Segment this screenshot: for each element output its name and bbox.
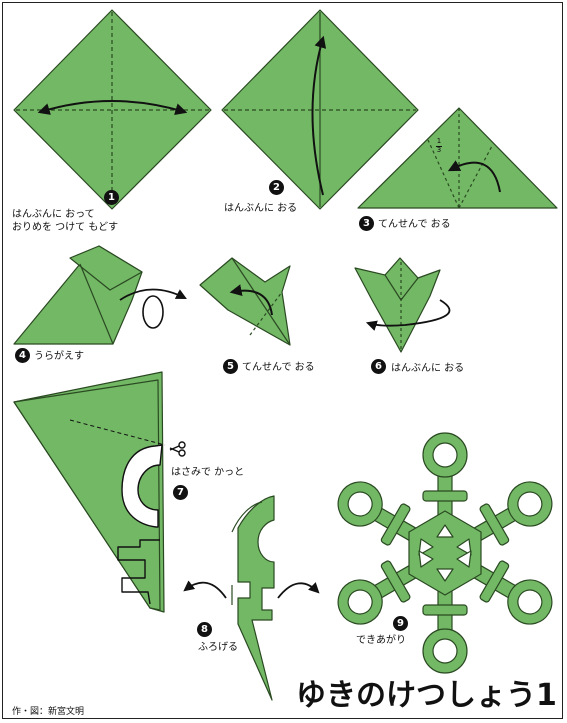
step8-diagram (183, 495, 320, 701)
fraction-denominator: 3 (436, 146, 442, 154)
step5-badge: 5 (223, 359, 238, 374)
step5-diagram (199, 257, 291, 346)
step7-caption: はさみで かっと (171, 467, 245, 478)
step2-diagram (221, 9, 419, 210)
step3-diagram (357, 107, 558, 209)
step2-badge: 2 (269, 180, 284, 195)
step5-caption: てんせんで おる (242, 362, 315, 373)
scissors-icon (169, 441, 186, 457)
step9-snowflake (329, 432, 561, 674)
step1-caption-line1: はんぶんに おって (12, 209, 95, 220)
step3-caption: てんせんで おる (378, 219, 451, 230)
step3-badge: 3 (359, 216, 374, 231)
step4-diagram (13, 245, 187, 345)
step8-badge: 8 (197, 622, 212, 637)
step4-badge: 4 (15, 348, 30, 363)
step4-caption: うらがえす (34, 351, 84, 362)
step1-diagram (13, 9, 212, 210)
step9-badge: 9 (393, 616, 408, 631)
step2-caption: はんぶんに おる (224, 203, 298, 214)
fraction-numerator: 1 (436, 137, 442, 145)
step9-caption: できあがり (356, 635, 406, 646)
step8-caption: ふろげる (198, 642, 238, 653)
step6-caption: はんぶんに おる (391, 363, 465, 374)
fraction-bar (436, 146, 442, 147)
step6-badge: 6 (371, 359, 386, 374)
step1-caption-line2: おりめを つけて もどす (12, 222, 119, 233)
step7-diagram (13, 371, 166, 613)
step6-diagram (354, 257, 451, 353)
credit-line: 作・図：新宮文明 (12, 707, 85, 717)
step1-badge: 1 (104, 190, 119, 205)
page-title: ゆきのけつしょう1 (296, 678, 557, 713)
step7-badge: 7 (173, 485, 188, 500)
fraction-label: 1 3 (436, 138, 442, 154)
